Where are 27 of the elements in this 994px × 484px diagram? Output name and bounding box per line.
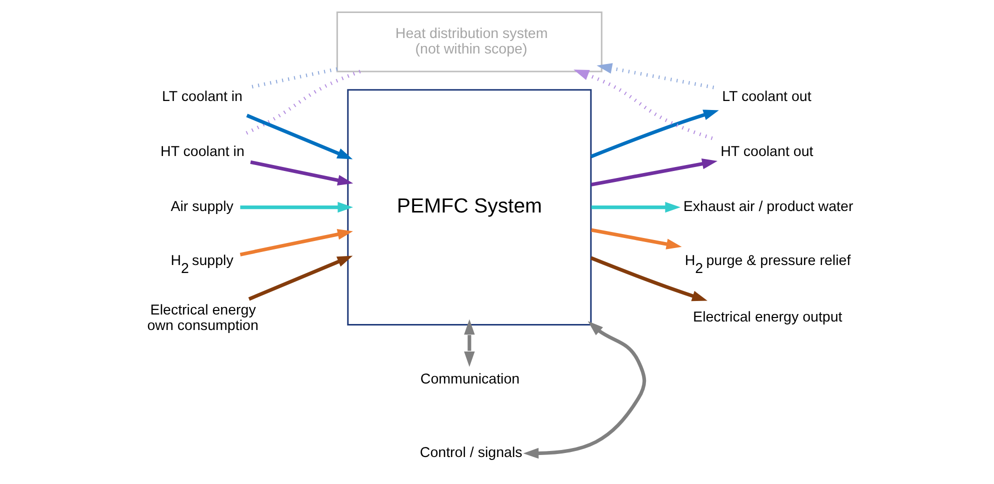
arrow [590,228,682,250]
node-box: Heat distribution system (not within scope) [336,11,602,72]
node-text: HT coolant out [720,144,813,160]
arrow [246,114,352,160]
arrow [248,256,352,301]
node-box: PEMFC System [346,89,592,326]
arrow [590,110,718,158]
node-text: Communication [420,372,520,388]
node-text: HT coolant in [160,144,244,160]
node-text: Control / signals [419,445,522,462]
arrow [464,319,474,367]
node-text: Exhaust air / product water [682,199,853,216]
arrow [590,202,680,213]
node-text: LT coolant out [722,88,811,105]
arrow [240,202,353,213]
node-text: Electrical energy own consumption [146,302,258,334]
arrow [522,321,646,459]
arrow [590,158,717,186]
arrow [590,256,707,302]
node-text: Electrical energy output [692,309,842,326]
arrow [573,70,712,140]
arrow [250,160,353,186]
arrow [239,229,352,256]
arrow [596,63,714,90]
connector [244,70,360,136]
node-text: LT coolant in [162,88,242,105]
node-text: Air supply [170,199,233,216]
